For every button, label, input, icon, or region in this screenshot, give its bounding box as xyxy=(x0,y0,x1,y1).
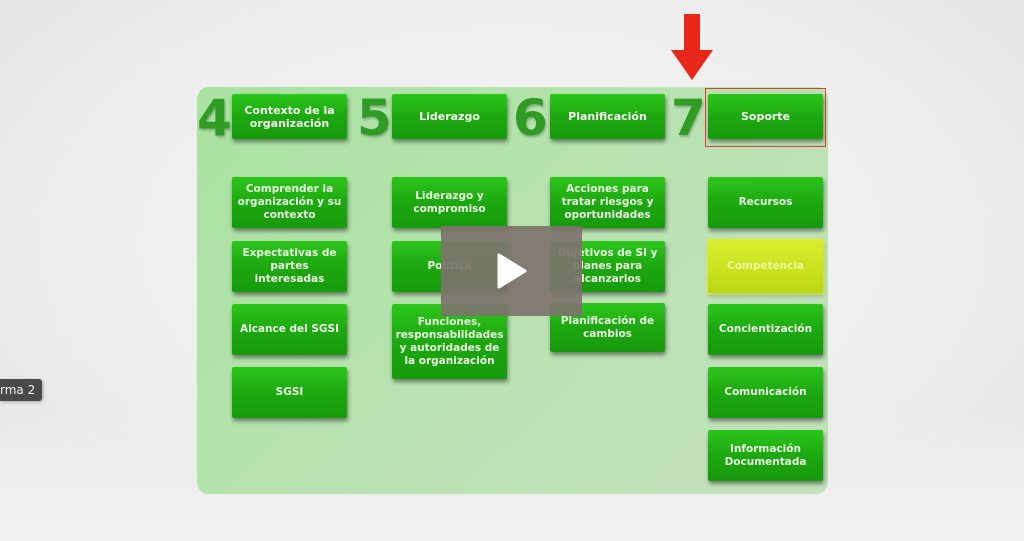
header-liderazgo[interactable]: Liderazgo xyxy=(392,94,507,139)
section-number-4: 4 xyxy=(197,89,232,147)
section-number-5: 5 xyxy=(357,89,392,147)
item-concientizacion[interactable]: Concientización xyxy=(708,304,823,355)
item-informacion-documentada[interactable]: Información Documentada xyxy=(708,430,823,481)
section-number-6: 6 xyxy=(513,89,548,147)
header-planificacion[interactable]: Planificación xyxy=(550,94,665,139)
item-comprender-organizacion[interactable]: Comprender la organización y su contexto xyxy=(232,177,347,228)
item-recursos[interactable]: Recursos xyxy=(708,177,823,228)
play-button[interactable] xyxy=(441,226,582,316)
header-contexto[interactable]: Contexto de la organización xyxy=(232,94,347,139)
item-competencia-highlighted[interactable]: Competencia xyxy=(708,240,823,293)
item-funciones-responsabilidades[interactable]: Funciones, responsabilidades y autoridad… xyxy=(392,304,507,379)
item-alcance-sgsi[interactable]: Alcance del SGSI xyxy=(232,304,347,355)
item-acciones-riesgos[interactable]: Acciones para tratar riesgos y oportunid… xyxy=(550,177,665,228)
item-sgsi[interactable]: SGSI xyxy=(232,367,347,418)
header-soporte[interactable]: Soporte xyxy=(708,94,823,139)
item-comunicacion[interactable]: Comunicación xyxy=(708,367,823,418)
section-number-7: 7 xyxy=(671,89,706,147)
play-icon xyxy=(497,253,526,289)
item-expectativas-partes[interactable]: Expectativas de partes interesadas xyxy=(232,241,347,292)
slide-tooltip: rma 2 xyxy=(0,379,43,401)
arrow-down-icon xyxy=(671,14,713,80)
item-liderazgo-compromiso[interactable]: Liderazgo y compromiso xyxy=(392,177,507,228)
